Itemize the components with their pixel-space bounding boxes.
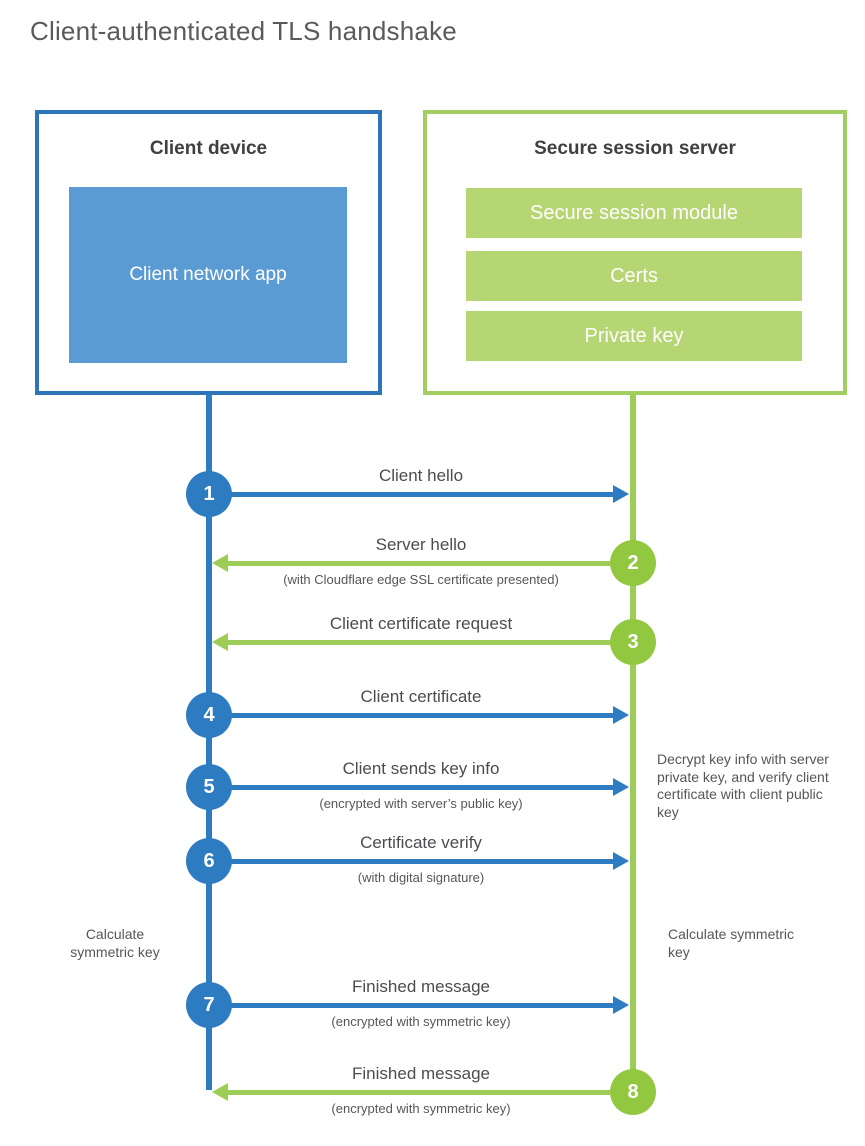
step-3-number: 3	[627, 630, 639, 653]
certs-label: Certs	[610, 264, 658, 287]
calculate-symmetric-key-left-note: Calculate symmetric key	[70, 926, 160, 960]
step-5-label: Client sends key info	[342, 759, 500, 778]
step-1-number: 1	[203, 482, 215, 505]
client-network-app-box: Client network app	[69, 187, 347, 363]
secure-session-module-bar: Secure session module	[466, 188, 802, 238]
step-5-sublabel: (encrypted with server’s public key)	[319, 796, 523, 811]
step-8-arrow-line	[228, 1090, 610, 1095]
step-8-sublabel: (encrypted with symmetric key)	[331, 1101, 511, 1116]
step-7-badge: 7	[186, 982, 232, 1028]
step-1-arrowhead-icon	[613, 485, 629, 503]
step-3-badge: 3	[610, 619, 656, 665]
step-1-badge: 1	[186, 471, 232, 517]
step-7-sublabel: (encrypted with symmetric key)	[331, 1014, 511, 1029]
decrypt-note: Decrypt key info with server private key…	[657, 751, 829, 820]
step-2-number: 2	[627, 551, 639, 574]
step-5-arrowhead-icon	[613, 778, 629, 796]
step-2-arrow-line	[228, 561, 610, 566]
step-8-arrowhead-icon	[212, 1083, 228, 1101]
step-7-number: 7	[203, 993, 215, 1016]
secure-session-module-label: Secure session module	[530, 201, 738, 224]
step-6-sublabel: (with digital signature)	[357, 870, 485, 885]
step-6-label: Certificate verify	[360, 833, 482, 852]
step-1-label: Client hello	[378, 466, 464, 485]
step-8-label: Finished message	[352, 1064, 490, 1083]
step-2-arrowhead-icon	[212, 554, 228, 572]
step-4-number: 4	[203, 703, 215, 726]
step-5-arrow-line	[231, 785, 613, 790]
step-8-number: 8	[627, 1080, 639, 1103]
client-device-title: Client device	[149, 138, 268, 159]
step-4-arrowhead-icon	[613, 706, 629, 724]
step-6-badge: 6	[186, 838, 232, 884]
step-2-badge: 2	[610, 540, 656, 586]
step-2-sublabel: (with Cloudflare edge SSL certificate pr…	[283, 572, 559, 587]
step-2-label: Server hello	[375, 535, 467, 554]
client-network-app-label: Client network app	[129, 264, 287, 285]
step-7-arrow-line	[231, 1003, 613, 1008]
step-1-arrow-line	[231, 492, 613, 497]
client-lifeline	[206, 394, 212, 1090]
step-4-badge: 4	[186, 692, 232, 738]
step-8-badge: 8	[610, 1069, 656, 1115]
step-6-number: 6	[203, 849, 215, 872]
step-5-badge: 5	[186, 764, 232, 810]
private-key-label: Private key	[584, 324, 684, 347]
step-7-arrowhead-icon	[613, 996, 629, 1014]
server-lifeline	[630, 394, 636, 1092]
step-4-arrow-line	[231, 713, 613, 718]
step-5-number: 5	[203, 775, 215, 798]
step-7-label: Finished message	[352, 977, 490, 996]
step-6-arrowhead-icon	[613, 852, 629, 870]
page-title: Client-authenticated TLS handshake	[30, 16, 457, 46]
step-6-arrow-line	[231, 859, 613, 864]
step-3-label: Client certificate request	[329, 614, 513, 633]
step-4-label: Client certificate	[360, 687, 482, 706]
server-title: Secure session server	[534, 138, 736, 159]
step-3-arrowhead-icon	[212, 633, 228, 651]
calculate-symmetric-key-right-note: Calculate symmetric key	[668, 926, 795, 960]
step-3-arrow-line	[228, 640, 610, 645]
certs-bar: Certs	[466, 251, 802, 301]
private-key-bar: Private key	[466, 311, 802, 361]
